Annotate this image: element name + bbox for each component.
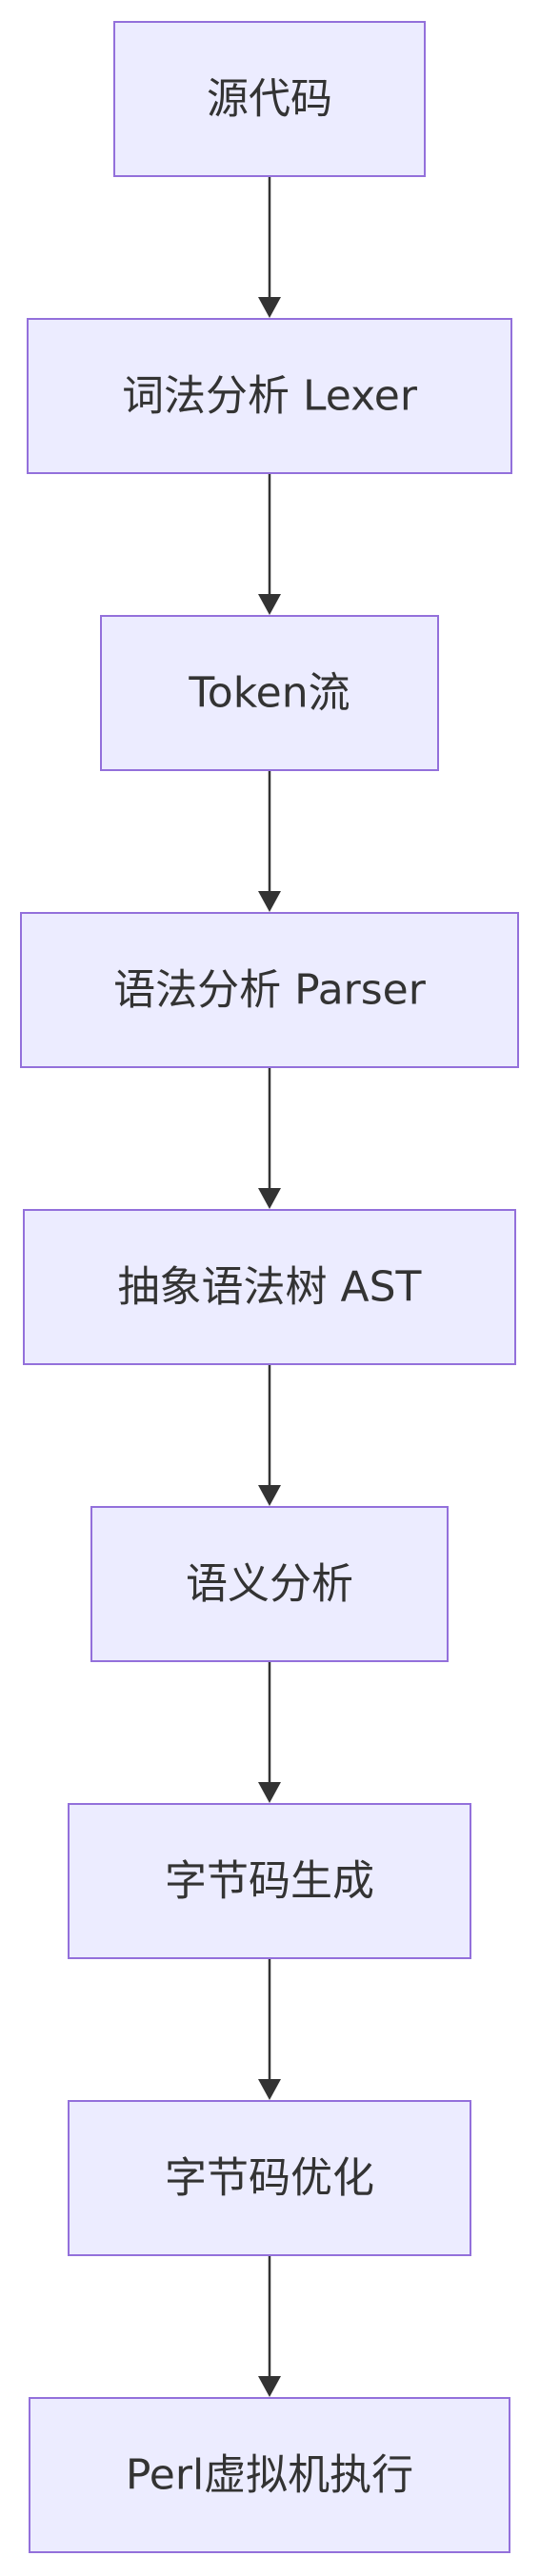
arrow-head (258, 2079, 281, 2100)
edge-ast-to-semantic (258, 1364, 281, 1506)
edge-parser-to-ast (258, 1067, 281, 1209)
node-label: Token流 (188, 669, 350, 718)
node-label: 语义分析 (186, 1560, 353, 1609)
node-semantic: 语义分析 (90, 1506, 449, 1662)
node-box (113, 21, 426, 177)
arrow-head (258, 891, 281, 912)
arrow-head (258, 1485, 281, 1506)
node-box (68, 1803, 471, 1959)
node-source-code: 源代码 (113, 21, 426, 177)
edge-group (258, 176, 281, 2397)
arrow-head (258, 594, 281, 615)
edge-source-to-lexer (258, 176, 281, 318)
edge-lexer-to-token (258, 473, 281, 615)
edge-opt-to-vm (258, 2255, 281, 2397)
node-box (90, 1506, 449, 1662)
node-bytecode-opt: 字节码优化 (68, 2100, 471, 2256)
node-label: 源代码 (207, 75, 332, 124)
node-label: 词法分析 Lexer (122, 372, 418, 421)
node-box (20, 912, 519, 1068)
node-ast: 抽象语法树 AST (23, 1209, 516, 1365)
node-box (23, 1209, 516, 1365)
node-label: Perl虚拟机执行 (126, 2451, 413, 2500)
node-lexer: 词法分析 Lexer (27, 318, 512, 474)
edge-semantic-to-bytecode-gen (258, 1661, 281, 1803)
node-token-stream: Token流 (100, 615, 439, 771)
node-bytecode-gen: 字节码生成 (68, 1803, 471, 1959)
edge-token-to-parser (258, 770, 281, 912)
node-label: 字节码优化 (165, 2154, 374, 2203)
node-label: 抽象语法树 AST (118, 1263, 422, 1312)
node-box (68, 2100, 471, 2256)
arrow-head (258, 1188, 281, 1209)
arrow-head (258, 2376, 281, 2397)
arrow-head (258, 1782, 281, 1803)
node-parser: 语法分析 Parser (20, 912, 519, 1068)
arrow-head (258, 297, 281, 318)
node-perl-vm: Perl虚拟机执行 (29, 2397, 510, 2553)
node-label: 字节码生成 (165, 1857, 374, 1906)
edge-bytecode-gen-to-opt (258, 1958, 281, 2100)
node-label: 语法分析 Parser (113, 966, 427, 1015)
node-box (27, 318, 512, 474)
node-box (100, 615, 439, 771)
node-box (29, 2397, 510, 2553)
